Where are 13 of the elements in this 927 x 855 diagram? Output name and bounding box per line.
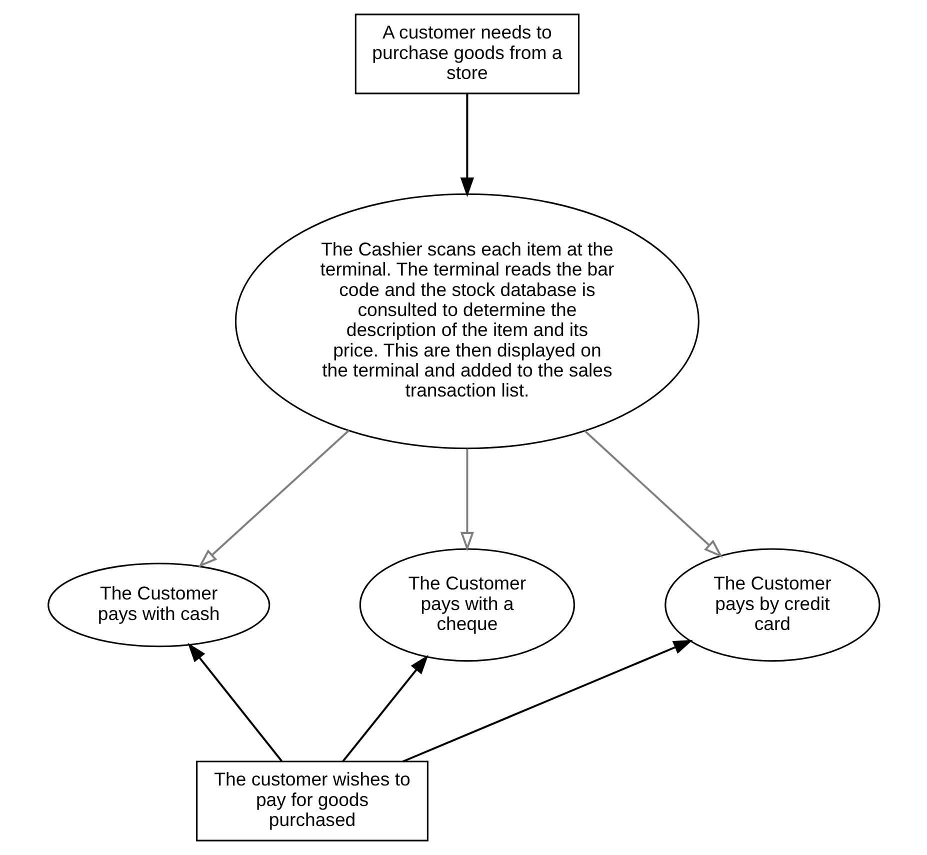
arrow [342,654,428,762]
node-ellipse: The Customer pays with cash [47,562,270,648]
arrow [460,448,474,552]
node-ellipse: The Cashier scans each item at the terminal. The terminal reads the bar code and the stock database is consulted to determine the description of the item and its price. This are then displayed on the terminal and added to the sales transaction list. [234,193,699,450]
arrow [460,94,474,198]
arrow [584,430,722,558]
arrow [402,640,692,762]
node-ellipse: The Customer pays by credit card [664,548,880,662]
node-box: A customer needs to purchase goods from a store [354,14,580,94]
arrow [198,430,350,568]
arrow [187,642,282,762]
node-ellipse: The Customer pays with a cheque [358,548,575,662]
node-box: The customer wishes to pay for goods purchased [196,760,428,842]
